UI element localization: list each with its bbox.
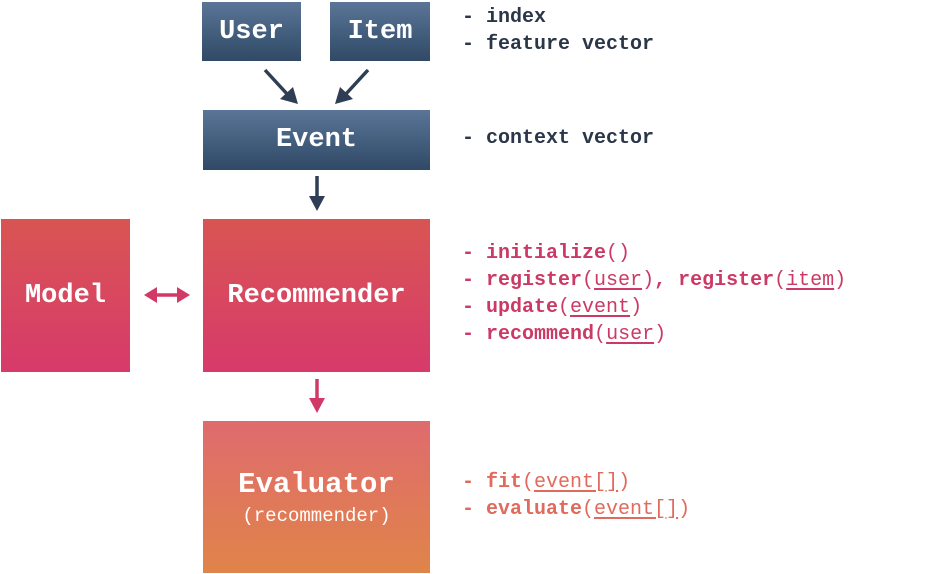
method-register: - register(user), register(item) [462,267,846,294]
method-name: register [678,269,775,292]
evaluator-notes: - fit(event[]) - evaluate(event[]) [462,469,690,523]
method-arg: user [594,269,643,292]
event-label: Event [275,125,357,155]
item-label: Item [347,16,413,47]
bullet-dash: - [462,323,487,346]
method-initialize: - initialize() [462,240,846,267]
recommender-notes: - initialize() - register(user), registe… [462,240,846,348]
method-name: fit [486,471,523,494]
evaluator-box: Evaluator (recommender) [203,421,430,573]
paren: () [606,242,631,265]
method-fit: - fit(event[]) [462,469,690,496]
bullet-dash: - [462,471,487,494]
paren-open: ( [558,296,571,319]
bullet-dash: - [462,242,487,265]
method-update: - update(event) [462,294,846,321]
method-arg: user [606,323,655,346]
arrow-user-to-event [263,68,298,104]
paren-open: ( [594,323,607,346]
arrow-item-to-event [335,68,370,104]
arrow-event-to-recommender [309,176,325,211]
paren-open: ( [582,269,595,292]
paren-open: ( [774,269,787,292]
paren-close: ) [642,269,655,292]
recommender-label: Recommender [227,280,406,311]
model-label: Model [24,280,106,311]
bullet-dash: - [462,498,487,521]
paren-open: ( [522,471,535,494]
recommender-box: Recommender [203,219,430,372]
arrow-model-recommender-bidirectional [144,287,190,303]
method-name: evaluate [486,498,583,521]
method-name: register [486,269,583,292]
user-label: User [219,16,284,47]
method-name: recommend [486,323,595,346]
method-name: update [486,296,559,319]
method-arg: item [786,269,835,292]
note-item: - index [462,6,547,29]
paren-close: ) [678,498,691,521]
paren-close: ) [834,269,847,292]
method-evaluate: - evaluate(event[]) [462,496,690,523]
paren-close: ) [618,471,631,494]
paren-close: ) [654,323,667,346]
bullet-dash: - [462,296,487,319]
method-arg: event [570,296,631,319]
model-box: Model [1,219,130,372]
method-arg: event[] [534,471,619,494]
user-item-notes: - index - feature vector [462,4,654,58]
item-box: Item [330,2,430,61]
event-box: Event [203,110,430,170]
paren-close: ) [630,296,643,319]
note-item: - feature vector [462,33,655,56]
method-recommend: - recommend(user) [462,321,846,348]
event-notes: - context vector [462,125,654,152]
note-item: - context vector [462,127,655,150]
user-box: User [202,2,301,61]
evaluator-label: Evaluator [238,467,395,501]
method-name: initialize [486,242,607,265]
arrow-recommender-to-evaluator [309,379,325,413]
bullet-dash: - [462,269,487,292]
evaluator-sublabel: (recommender) [242,504,391,527]
paren-open: ( [582,498,595,521]
method-arg: event[] [594,498,679,521]
separator: , [654,269,679,292]
